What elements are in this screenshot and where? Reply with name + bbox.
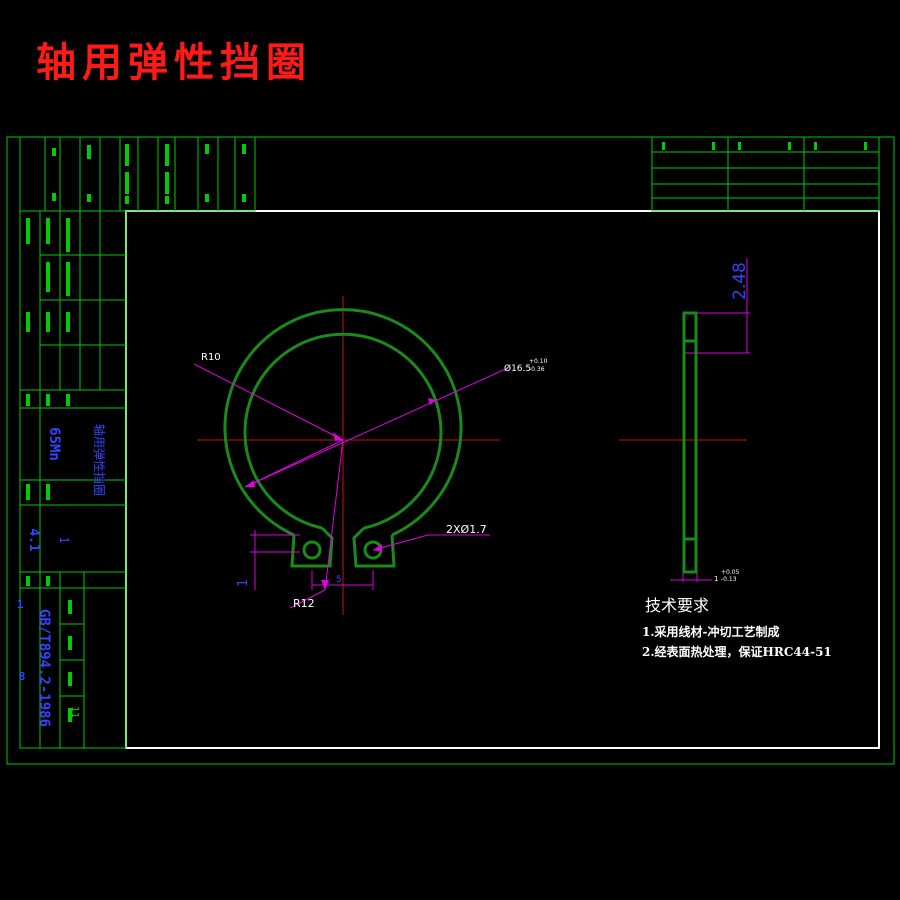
center-lines-front [197, 296, 747, 615]
diameter-tol-upper: +0.10 [529, 358, 548, 365]
tech-requirement-1: 1.采用线材-冲切工艺制成 [642, 624, 780, 639]
part-name-label: 轴用弹性挡圈 [92, 424, 107, 496]
mark-8-label: 8 [19, 670, 26, 683]
thickness-dim: 2.48 [730, 262, 750, 300]
r10-dim: R10 [201, 352, 221, 363]
top-title-strip [19, 136, 256, 212]
side-view [682, 311, 698, 574]
dim-1: 1 [236, 579, 251, 587]
left-title-block [19, 210, 127, 749]
width-tol-lower: -0.13 [721, 576, 737, 583]
width-tol-upper: +0.05 [721, 569, 740, 576]
holes-dim: 2XØ1.7 [446, 523, 487, 536]
sheet-count-label: 11 [69, 706, 80, 718]
revision-table [651, 136, 880, 212]
diameter-tol-lower: -0.36 [529, 366, 545, 373]
tech-requirements-heading: 技术要求 [645, 596, 709, 615]
r12-dim: R12 [293, 597, 315, 610]
quantity-label: 1 [57, 536, 71, 543]
material-label: 65Mn [46, 427, 62, 461]
dim-5: 5 [336, 575, 342, 585]
revision-table-glyphs [662, 142, 867, 150]
tech-requirement-2: 2.经表面热处理，保证HRC44-51 [642, 644, 832, 659]
page-title: 轴用弹性挡圈 [36, 39, 312, 86]
dimension-lines [193, 258, 750, 609]
diameter-dim: Ø16.5 [504, 363, 531, 374]
retaining-ring [223, 308, 463, 568]
inner-frame [125, 210, 880, 749]
width-dim: 1 [714, 575, 718, 583]
outer-frame [6, 136, 895, 765]
weight-label: 4.1 [26, 528, 41, 552]
mark-1-label: 1 [17, 598, 24, 611]
standard-label: GB/T894.2-1986 [36, 609, 52, 727]
top-strip-glyphs [52, 144, 246, 204]
dimension-arrows [245, 398, 436, 590]
left-block-glyphs [26, 218, 72, 722]
